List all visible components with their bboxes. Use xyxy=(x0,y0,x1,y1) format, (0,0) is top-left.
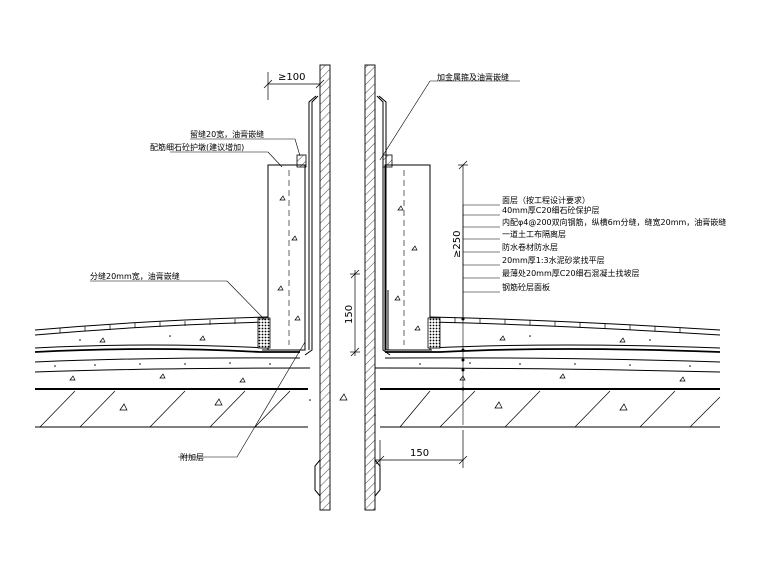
label-metal-clamp: 加金属箍及油膏嵌缝 xyxy=(437,72,509,82)
dim-bottom-right: 150 xyxy=(410,448,429,459)
pipe-left-wall xyxy=(262,64,331,511)
left-guard-block xyxy=(257,154,307,351)
label-gap-seam: 分缝20mm宽，油膏嵌缝 xyxy=(90,271,180,281)
layer-note: 40mm厚C20细石砼保护层 xyxy=(502,205,600,215)
layer-note: 最薄处20mm厚C20细石混凝土找坡层 xyxy=(502,268,640,278)
right-guard-block xyxy=(382,154,441,351)
dim-top-left: ≥100 xyxy=(278,72,305,83)
label-additional-layer: 附加层 xyxy=(180,452,204,462)
layer-note: 钢筋砼层面板 xyxy=(502,282,550,292)
layer-note: 20mm厚1:3水泥砂浆找平层 xyxy=(502,255,605,265)
dim-vertical-right: ≥250 xyxy=(452,231,463,258)
label-seam-20: 留缝20宽，油膏嵌缝 xyxy=(190,129,264,139)
layer-notes: 面层（按工程设计要求） 40mm厚C20细石砼保护层 内配φ4@200双向钢筋，… xyxy=(502,195,726,292)
dim-center-left: 150 xyxy=(344,305,355,324)
roof-layers xyxy=(34,316,721,428)
layer-note: 面层（按工程设计要求） xyxy=(502,195,590,205)
pipe-right-wall xyxy=(364,64,432,511)
label-guard-block: 配筋细石砼护墩(建议增加) xyxy=(150,142,244,152)
layer-note: 防水卷材防水层 xyxy=(502,242,558,252)
leader-lines xyxy=(90,80,520,458)
layer-note: 一道土工布隔离层 xyxy=(502,229,566,239)
dimension-lines xyxy=(263,72,468,468)
layer-note: 内配φ4@200双向钢筋，纵横6m分缝，缝宽20mm，油膏嵌缝 xyxy=(502,217,726,227)
